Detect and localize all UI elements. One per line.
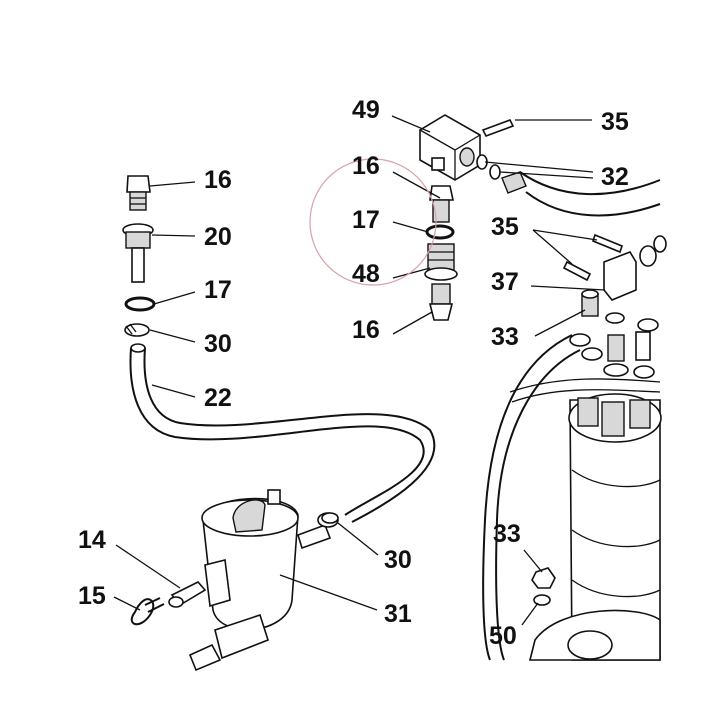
highlight-circle: [309, 158, 437, 286]
part-30-bottom: [321, 512, 339, 524]
label-16-left: 16: [204, 166, 232, 194]
callout-labels: 49 35 16 32 17 35 48 37 16 33 16 20 17 3…: [78, 96, 629, 650]
part-16-center-bottom: [428, 283, 454, 321]
part-30-left: [124, 323, 150, 337]
pump-small-parts: [569, 312, 659, 379]
part-16-center-top: [429, 185, 454, 223]
part-49: [419, 114, 481, 181]
label-16-center-top: 16: [352, 152, 380, 180]
label-16-center-bottom: 16: [352, 316, 380, 344]
label-49: 49: [352, 96, 380, 124]
part-50: [533, 594, 551, 606]
label-14: 14: [78, 526, 106, 554]
part-32: [476, 154, 501, 180]
part-20: [122, 223, 154, 283]
label-35-top: 35: [601, 108, 629, 136]
label-33-bottom: 33: [493, 520, 521, 548]
part-35-right: [562, 233, 623, 282]
leader-lines: [113, 115, 606, 626]
label-22: 22: [204, 384, 232, 412]
label-33-top: 33: [491, 323, 519, 351]
part-17-center: [425, 224, 455, 240]
part-16-left: [126, 175, 151, 211]
part-35-top: [481, 119, 515, 137]
label-48: 48: [352, 260, 380, 288]
part-17-left: [124, 296, 156, 312]
fuel-pump-body: [528, 393, 662, 661]
label-37: 37: [491, 268, 519, 296]
part-33-top: [581, 289, 599, 317]
label-30-bottom: 30: [384, 546, 412, 574]
label-20: 20: [204, 223, 232, 251]
label-31: 31: [384, 600, 412, 628]
label-35-right: 35: [491, 213, 519, 241]
part-33-bottom: [531, 567, 556, 589]
fuel-filter-31: [188, 489, 339, 672]
hose-right-top: [501, 171, 661, 217]
part-14: [168, 581, 207, 608]
hose-22: [129, 343, 436, 523]
label-15: 15: [78, 582, 106, 610]
part-15: [130, 597, 165, 626]
part-48: [424, 243, 458, 281]
pump-wires: [482, 334, 661, 661]
label-50: 50: [489, 622, 517, 650]
label-32: 32: [601, 163, 629, 191]
label-17-left: 17: [204, 276, 232, 304]
label-30-left: 30: [204, 330, 232, 358]
label-17-center: 17: [352, 206, 380, 234]
